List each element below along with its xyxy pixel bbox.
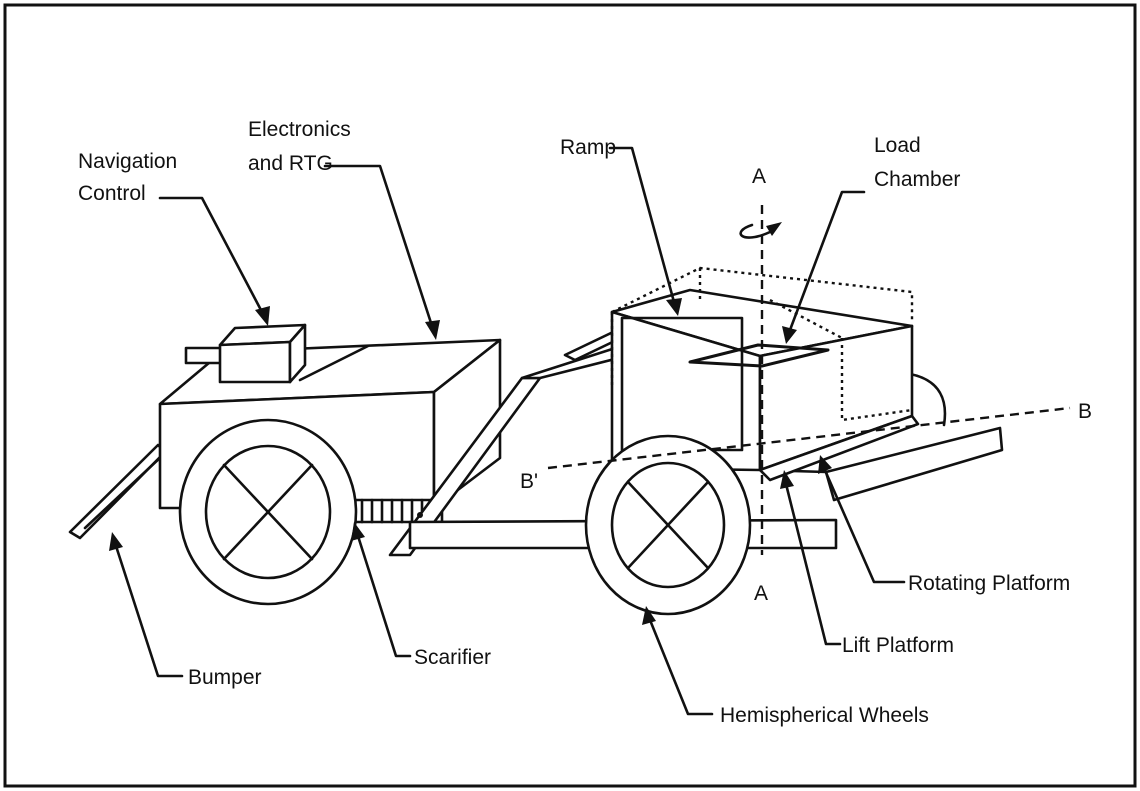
- axis-a-bottom-label: A: [754, 582, 768, 605]
- hemispherical-wheels-label: Hemispherical Wheels: [720, 704, 929, 727]
- leader-rotating-platform: Rotating Platform: [818, 455, 1070, 595]
- load-chamber-label-line2: Chamber: [874, 168, 960, 191]
- electronics-rtg-label-line1: Electronics: [248, 118, 351, 141]
- load-chamber-rotated: [610, 266, 914, 422]
- rotating-disc: [908, 372, 947, 427]
- leader-electronics-rtg: Electronics and RTG: [248, 118, 440, 340]
- leader-hemispherical-wheels: Hemispherical Wheels: [642, 606, 929, 727]
- rotating-platform: [758, 414, 1004, 502]
- leader-ramp: Ramp: [560, 136, 682, 316]
- axis-a: A A: [739, 165, 782, 605]
- front-wheel: [178, 418, 358, 606]
- load-chamber: [610, 288, 914, 472]
- bumper-label: Bumper: [188, 666, 262, 689]
- axis-b-prime-label: B': [520, 470, 538, 493]
- load-chamber-label-line1: Load: [874, 134, 921, 157]
- axis-b-label: B: [1078, 400, 1092, 423]
- axis-b: B B': [520, 400, 1092, 493]
- rear-wheel: [584, 434, 752, 616]
- navigation-control-label-line1: Navigation: [78, 150, 177, 173]
- ramp-label: Ramp: [560, 136, 616, 159]
- scarifier-label: Scarifier: [414, 646, 491, 669]
- axis-a-top-label: A: [752, 165, 766, 188]
- leader-bumper: Bumper: [109, 532, 262, 689]
- navigation-control-label-line2: Control: [78, 182, 146, 205]
- bumper: [68, 443, 167, 540]
- electronics-rtg-label-line2: and RTG: [248, 152, 333, 175]
- navigation-control-box: [184, 323, 307, 384]
- lift-platform-label: Lift Platform: [842, 634, 954, 657]
- leader-navigation-control: Navigation Control: [78, 150, 270, 326]
- leader-load-chamber: Load Chamber: [782, 134, 960, 344]
- leader-scarifier: Scarifier: [351, 522, 491, 669]
- rotating-platform-label: Rotating Platform: [908, 572, 1070, 595]
- leader-lift-platform: Lift Platform: [780, 470, 954, 657]
- figure-border: [3, 3, 1137, 788]
